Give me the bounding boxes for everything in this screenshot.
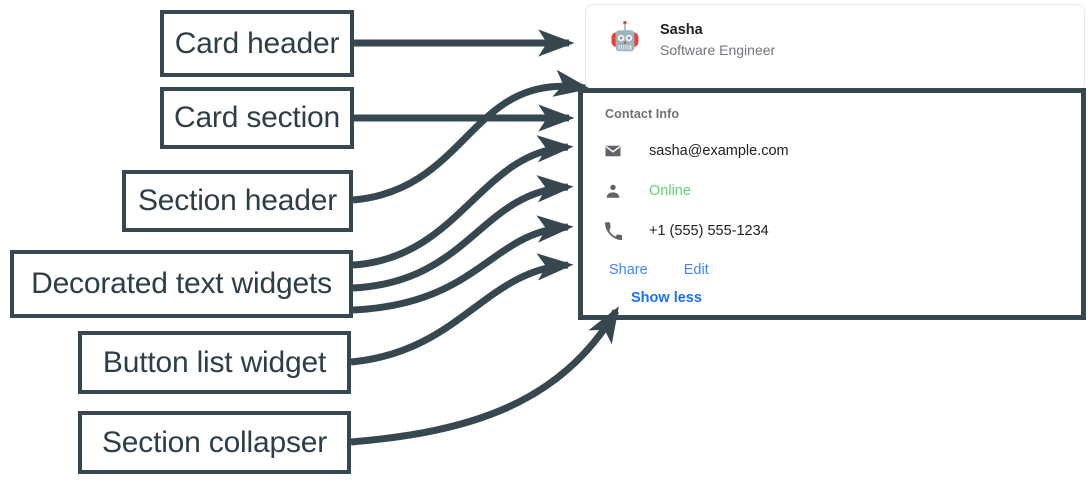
person-icon — [603, 181, 623, 201]
annotation-label-text: Card header — [174, 26, 340, 60]
card-section: Contact Info sasha@example.com — [578, 88, 1086, 320]
arrow-button-list — [350, 253, 574, 366]
decorated-text-widget-email: sasha@example.com — [603, 131, 1081, 171]
annotation-label-text: Decorated text widgets — [31, 267, 332, 300]
section-header: Contact Info — [605, 107, 680, 121]
button-list-widget: Share Edit — [609, 257, 1081, 283]
arrow-decorated-text-email — [352, 135, 574, 269]
decorated-text-widget-status: Online — [603, 171, 1081, 211]
arrow-decorated-text-phone — [352, 215, 574, 314]
arrow-section-header — [352, 69, 591, 204]
annotation-label-card-header: Card header — [160, 10, 354, 77]
phone-value: +1 (555) 555-1234 — [649, 223, 769, 239]
card-header: Sasha Software Engineer — [586, 5, 1084, 61]
annotation-label-text: Section collapser — [101, 425, 328, 459]
status-value: Online — [649, 183, 691, 199]
edit-button[interactable]: Edit — [683, 262, 709, 278]
section-collapser: Show less — [631, 289, 1081, 313]
show-less-button[interactable]: Show less — [631, 290, 702, 306]
annotation-label-section-header: Section header — [122, 170, 353, 232]
annotation-label-decorated-text-widgets: Decorated text widgets — [10, 250, 353, 318]
annotation-label-text: Card section — [173, 101, 340, 134]
decorated-text-widget-phone: +1 (555) 555-1234 — [603, 211, 1081, 251]
person-role: Software Engineer — [660, 42, 776, 59]
email-value: sasha@example.com — [649, 143, 789, 159]
annotation-label-card-section: Card section — [160, 87, 354, 149]
annotation-label-text: Section header — [137, 184, 337, 217]
annotation-label-section-collapser: Section collapser — [78, 411, 351, 474]
profile-card: Sasha Software Engineer — [585, 4, 1085, 92]
arrow-decorated-text-status — [352, 175, 574, 292]
person-name: Sasha — [660, 21, 703, 38]
robot-avatar-icon — [611, 21, 639, 52]
annotation-label-button-list-widget: Button list widget — [78, 331, 351, 394]
phone-icon — [603, 221, 623, 241]
email-icon — [603, 141, 623, 161]
card-header-text: Sasha Software Engineer — [660, 22, 775, 59]
annotation-label-text: Button list widget — [102, 345, 327, 379]
share-button[interactable]: Share — [609, 262, 648, 278]
arrow-section-collapser — [350, 306, 619, 446]
card-section-content: Contact Info sasha@example.com — [583, 93, 1081, 313]
